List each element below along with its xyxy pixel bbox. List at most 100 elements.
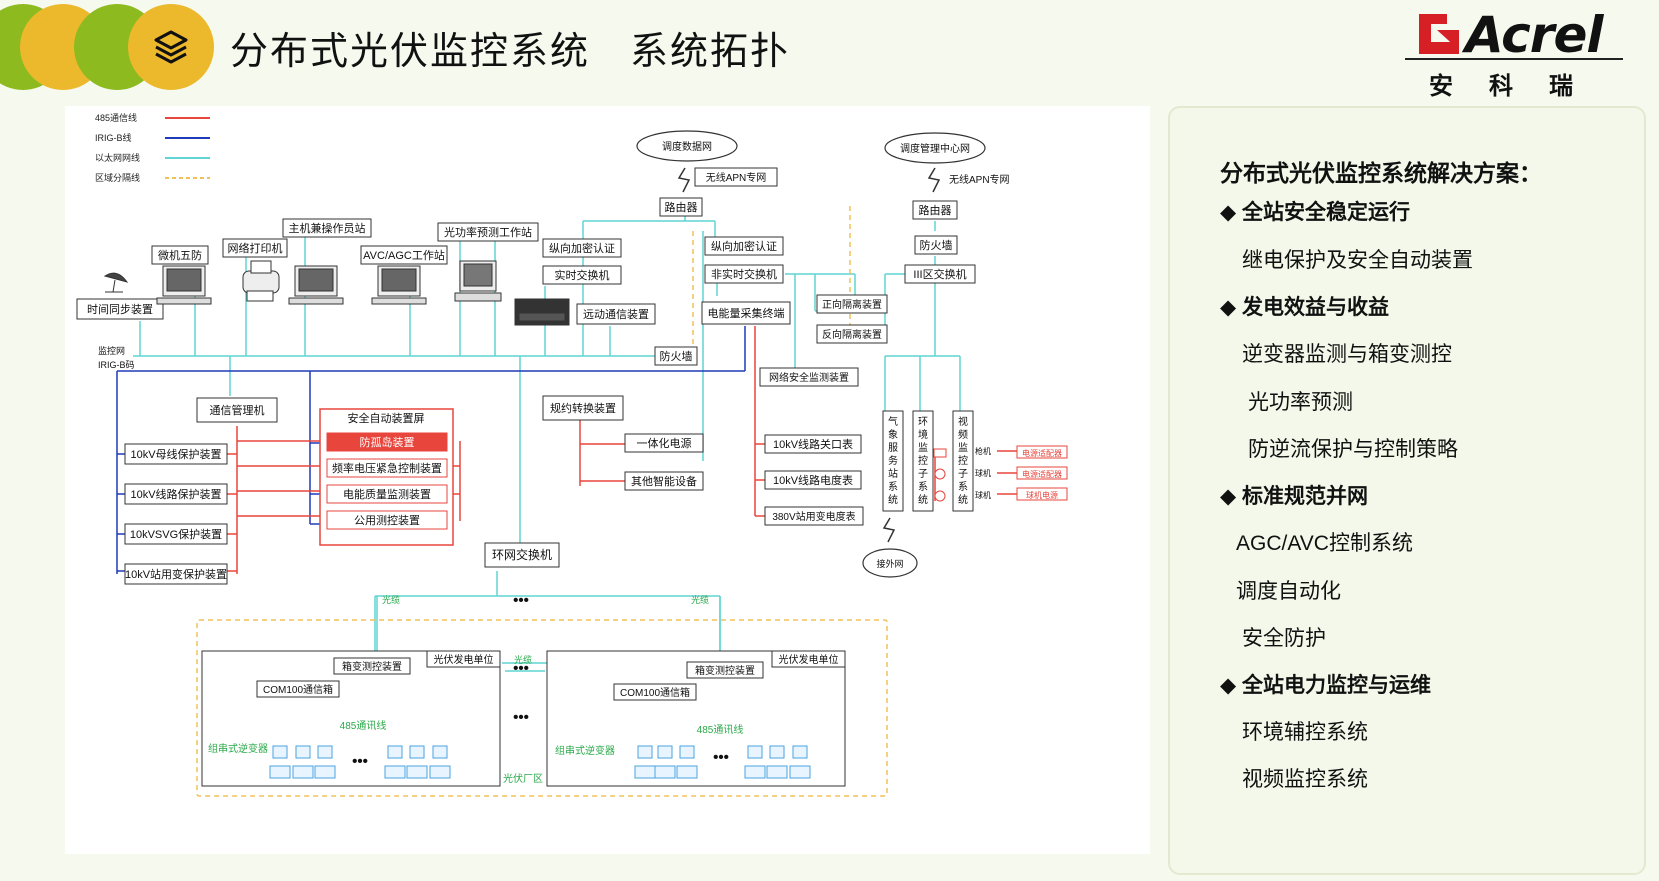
box-control-label: 箱变测控装置 bbox=[342, 660, 402, 673]
page-title: 分布式光伏监控系统 系统拓扑 bbox=[230, 31, 791, 73]
env-system-label: 环 bbox=[918, 417, 928, 428]
printer-label: 网络打印机 bbox=[228, 241, 283, 255]
dispatch-data-label: 调度数据网 bbox=[662, 140, 712, 153]
line-gate-meter-label: 10kV线路关口表 bbox=[773, 437, 853, 451]
panel-item: 视频监控系统 bbox=[1242, 768, 1368, 791]
camera-label: 枪机 bbox=[975, 446, 991, 456]
firewall-mid-box bbox=[654, 346, 698, 366]
safety-item-box bbox=[326, 432, 448, 452]
inverter-icon bbox=[387, 745, 403, 759]
apn-label-text: 无线APN专网 bbox=[706, 171, 767, 184]
box-control-label: 箱变测控装置 bbox=[695, 664, 755, 677]
panel-title: 分布式光伏监控系统解决方案： bbox=[1220, 160, 1542, 186]
env-system-label: 境 bbox=[918, 428, 928, 441]
safety-item-box bbox=[326, 458, 448, 478]
ellipsis: ••• bbox=[513, 592, 529, 609]
camera-label: 球机 bbox=[975, 490, 991, 500]
ellipsis: ••• bbox=[513, 660, 529, 677]
protection-device-label: 10kVSVG保护装置 bbox=[130, 527, 222, 541]
safety-item-label: 公用测控装置 bbox=[354, 513, 420, 527]
env-system-label: 子 bbox=[918, 468, 928, 480]
printer-icon bbox=[242, 260, 280, 302]
inverter-icon bbox=[317, 745, 333, 759]
inverter-icon bbox=[409, 745, 425, 759]
weather-system-label: 服 bbox=[888, 442, 898, 454]
panel-item: ◆ 发电效益与收益 bbox=[1220, 296, 1389, 319]
weather-system-label: 气 bbox=[888, 415, 898, 428]
solar-panel-icon bbox=[292, 765, 314, 779]
legend-zone: 区域分隔线 bbox=[95, 172, 140, 183]
camera-icon bbox=[934, 468, 946, 480]
camera-label: 球机 bbox=[975, 468, 991, 478]
station-meter-box bbox=[764, 506, 864, 526]
ellipsis: ••• bbox=[352, 753, 368, 770]
comm-manager-label: 通信管理机 bbox=[210, 403, 265, 417]
solar-panel-icon bbox=[269, 765, 291, 779]
longitudinal-auth-1-label: 纵向加密认证 bbox=[549, 241, 615, 255]
power-adapter-label: 电源适配器 bbox=[1022, 469, 1062, 479]
computer-icon bbox=[454, 260, 502, 302]
inverter-icon bbox=[272, 745, 288, 759]
router-left-box bbox=[659, 197, 703, 217]
pv-field-label: 光伏厂区 bbox=[503, 772, 543, 785]
video-system-label: 视 bbox=[958, 415, 968, 428]
dispatch-center-label: 调度管理中心网 bbox=[900, 142, 970, 155]
protection-device-box bbox=[124, 483, 228, 505]
external-network-label: 接外网 bbox=[876, 558, 903, 569]
video-system-box bbox=[952, 410, 974, 512]
panel-item: 环境辅控系统 bbox=[1242, 721, 1368, 744]
rs485-label: 485通讯线 bbox=[697, 723, 744, 736]
brand-name: Acrel bbox=[1465, 6, 1604, 64]
weather-system-label: 统 bbox=[888, 493, 898, 506]
env-system-label: 监 bbox=[918, 441, 928, 454]
brand-logo: Acrel 安科瑞 bbox=[1405, 6, 1645, 100]
computer-icon bbox=[371, 265, 427, 305]
com-box-label: COM100通信箱 bbox=[620, 686, 690, 699]
net-security-label: 网络安全监测装置 bbox=[769, 371, 849, 384]
protection-device-label: 10kV站用变保护装置 bbox=[125, 567, 227, 581]
ring-switch-label: 环网交换机 bbox=[492, 547, 552, 562]
power-adapter-label: 球机电源 bbox=[1026, 490, 1058, 500]
forward-isolation-box bbox=[816, 294, 888, 314]
solar-panel-icon bbox=[314, 765, 336, 779]
apn-left-box bbox=[694, 167, 778, 187]
computer-icon bbox=[288, 265, 344, 305]
safety-item-box bbox=[326, 510, 448, 530]
weather-system-box bbox=[882, 410, 904, 512]
com-box-box bbox=[256, 680, 340, 698]
protocol-conv-box bbox=[542, 395, 624, 421]
weather-system-label: 象 bbox=[888, 429, 898, 441]
weather-system-label: 系 bbox=[888, 481, 898, 493]
forward-isolation-label: 正向隔离装置 bbox=[822, 298, 882, 311]
host-station-box bbox=[282, 218, 372, 238]
router-left-label: 路由器 bbox=[665, 200, 698, 214]
micro-five-box bbox=[151, 245, 209, 265]
safety-item-label: 频率电压紧急控制装置 bbox=[332, 461, 442, 475]
ellipsis: ••• bbox=[513, 709, 529, 726]
solar-panel-icon bbox=[744, 765, 766, 779]
panel-item: AGC/AVC控制系统 bbox=[1236, 532, 1413, 555]
env-system-label: 控 bbox=[918, 454, 928, 467]
video-system-label: 控 bbox=[958, 454, 968, 467]
longitudinal-auth-1-box bbox=[542, 238, 622, 258]
reverse-isolation-box bbox=[816, 324, 888, 344]
irigb-code-label: IRIG-B码 bbox=[98, 360, 135, 370]
pv-unit-label-box bbox=[771, 650, 846, 668]
solar-panel-icon bbox=[429, 765, 451, 779]
header-bar: 分布式光伏监控系统 系统拓扑 Acrel 安科瑞 bbox=[0, 0, 1659, 100]
longitudinal-auth-2-label: 纵向加密认证 bbox=[711, 239, 777, 253]
rs485-label: 485通讯线 bbox=[340, 719, 387, 732]
legend-485: 485通信线 bbox=[95, 112, 137, 123]
topology-diagram: 485通信线 IRIG-B线 以太网网线 区域分隔线 调度数据网 调度管理中心网… bbox=[65, 106, 1150, 854]
energy-terminal-box bbox=[701, 301, 791, 325]
solar-panel-icon bbox=[676, 765, 698, 779]
protection-device-box bbox=[124, 523, 228, 545]
inverter-icon bbox=[769, 745, 785, 759]
nonrealtime-switch-label: 非实时交换机 bbox=[711, 267, 777, 281]
station-meter-label: 380V站用变电度表 bbox=[772, 510, 855, 523]
realtime-switch-box bbox=[542, 265, 622, 285]
ellipsis: ••• bbox=[713, 749, 729, 766]
firewall-right-label: 防火墙 bbox=[920, 238, 953, 252]
inverter-icon bbox=[747, 745, 763, 759]
video-system-label: 监 bbox=[958, 441, 968, 454]
